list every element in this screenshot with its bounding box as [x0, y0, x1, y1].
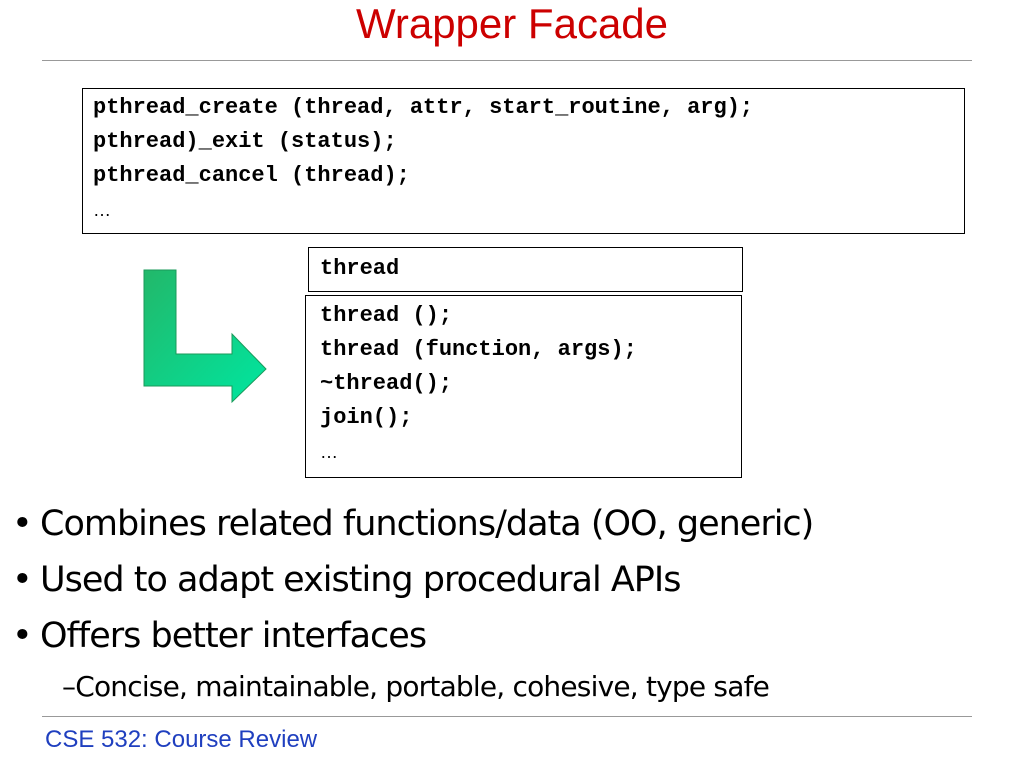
class-methods-box: thread (); thread (function, args); ~thr… — [305, 295, 742, 478]
title-divider — [42, 60, 972, 61]
code-line: pthread)_exit (status); — [93, 129, 397, 154]
method-line: thread (); — [320, 303, 453, 328]
method-ellipsis: … — [320, 442, 338, 462]
code-line: pthread_create (thread, attr, start_rout… — [93, 95, 754, 120]
class-name-box: thread — [308, 247, 743, 292]
bullet-text: Offers better interfaces — [40, 616, 427, 656]
method-line: join(); — [320, 405, 413, 430]
bullet-item: •Offers better interfaces — [12, 608, 813, 664]
slide-footer: CSE 532: Course Review — [45, 726, 318, 753]
footer-divider — [42, 716, 972, 717]
bullet-text: Combines related functions/data (OO, gen… — [40, 504, 814, 544]
c-api-code-box: pthread_create (thread, attr, start_rout… — [82, 88, 965, 234]
bent-arrow-down-right-icon — [143, 269, 267, 404]
bullet-list: •Combines related functions/data (OO, ge… — [12, 496, 814, 710]
bullet-text: Used to adapt existing procedural APIs — [40, 560, 681, 600]
bullet-item: •Used to adapt existing procedural APIs — [12, 552, 813, 608]
bullet-marker: • — [12, 504, 33, 544]
bullet-marker: • — [12, 560, 33, 600]
sub-bullet-item: –Concise, maintainable, portable, cohesi… — [62, 670, 770, 703]
method-line: ~thread(); — [320, 371, 453, 396]
bullet-marker: • — [12, 616, 33, 656]
bullet-item: •Combines related functions/data (OO, ge… — [12, 496, 814, 552]
code-line: pthread_cancel (thread); — [93, 163, 410, 188]
class-name: thread — [320, 256, 400, 281]
method-line: thread (function, args); — [320, 337, 637, 362]
code-ellipsis: … — [93, 200, 111, 220]
slide-title: Wrapper Facade — [355, 0, 669, 47]
